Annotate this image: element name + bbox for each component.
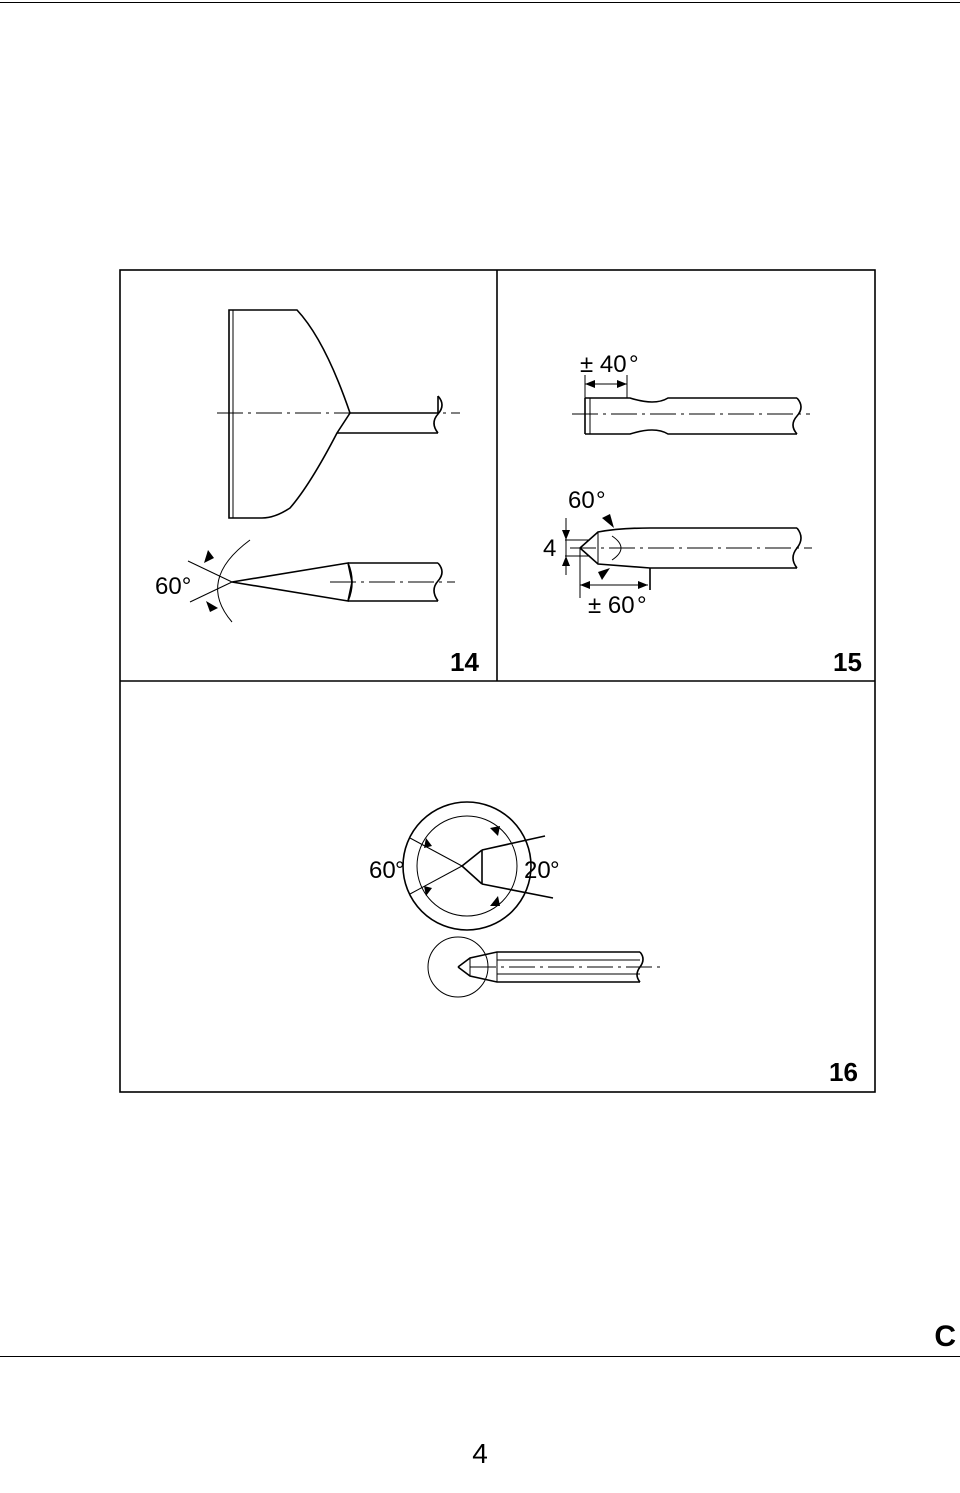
figure-14-angle-label: 60° — [155, 573, 191, 600]
figure-14-flat-chisel — [217, 309, 460, 519]
figure-16-left-angle-degree: ° — [395, 857, 405, 884]
figure-16-pointed-chisel — [427, 936, 665, 998]
figure-15-width-label: 4 — [543, 535, 556, 562]
figure-15-tip-angle-label: 60 — [568, 487, 595, 514]
figure-15-tip-angle-degree: ° — [596, 487, 606, 514]
figure-15-top-angle-label: ± 40 — [580, 351, 627, 378]
figure-15-narrow-chisel-side: 60 ° 4 ± 60 ° — [543, 487, 812, 619]
figure-15-bottom-angle-degree: ° — [637, 592, 647, 619]
section-letter: C — [934, 1320, 956, 1353]
figure-15-narrow-chisel-top: ± 40 ° — [572, 351, 810, 435]
bottom-rule — [0, 1356, 960, 1357]
figure-15-bottom-angle-label: ± 60 — [588, 592, 635, 619]
figure-16-right-angle-label: 20 — [524, 857, 551, 884]
figure-14-chisel-side-view: 60° — [155, 539, 455, 623]
figure-16-right-angle-degree: ° — [550, 857, 560, 884]
top-rule — [0, 2, 960, 3]
figure-15-number: 15 — [833, 647, 862, 677]
figure-15-top-angle-degree: ° — [629, 351, 639, 378]
figure-16-left-angle-label: 60 — [369, 857, 396, 884]
figure-16-pointed-chisel-detail: 60 ° 20 ° — [369, 801, 560, 931]
figure-14-number: 14 — [450, 647, 479, 677]
page-number: 4 — [472, 1438, 488, 1469]
figure-16-number: 16 — [829, 1057, 858, 1087]
panel-frame — [119, 269, 876, 1093]
